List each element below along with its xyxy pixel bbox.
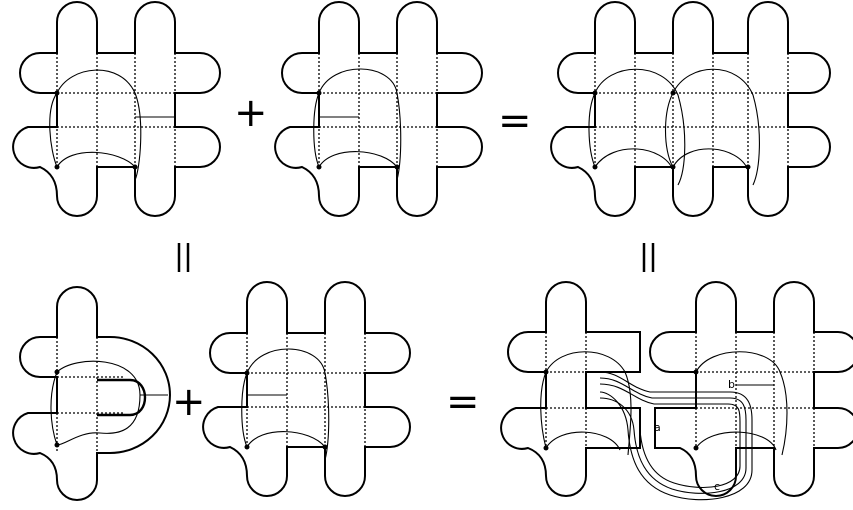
equivalence-right <box>642 243 655 272</box>
vertex-dot <box>316 90 322 96</box>
panel-top-middle <box>274 1 483 217</box>
plus-sign: + <box>172 379 206 425</box>
vertex-dot <box>54 90 60 96</box>
vertex-dot <box>316 164 322 170</box>
label-c: c <box>714 480 720 493</box>
equivalence-left <box>177 243 190 272</box>
equals-sign: = <box>498 98 532 144</box>
panel-bottom-left <box>12 286 171 501</box>
label-b: b <box>728 378 735 391</box>
panel-bottom-right: a b c <box>500 281 853 501</box>
label-a: a <box>654 421 661 434</box>
panel-bottom-middle <box>202 281 411 497</box>
plus-sign: + <box>234 90 268 136</box>
vertex-dot <box>54 164 60 170</box>
panel-top-right <box>550 1 831 217</box>
vertex-dot <box>394 164 400 170</box>
panel-top-left <box>12 1 222 217</box>
equals-sign: = <box>446 379 480 425</box>
vertex-dot <box>132 164 138 170</box>
